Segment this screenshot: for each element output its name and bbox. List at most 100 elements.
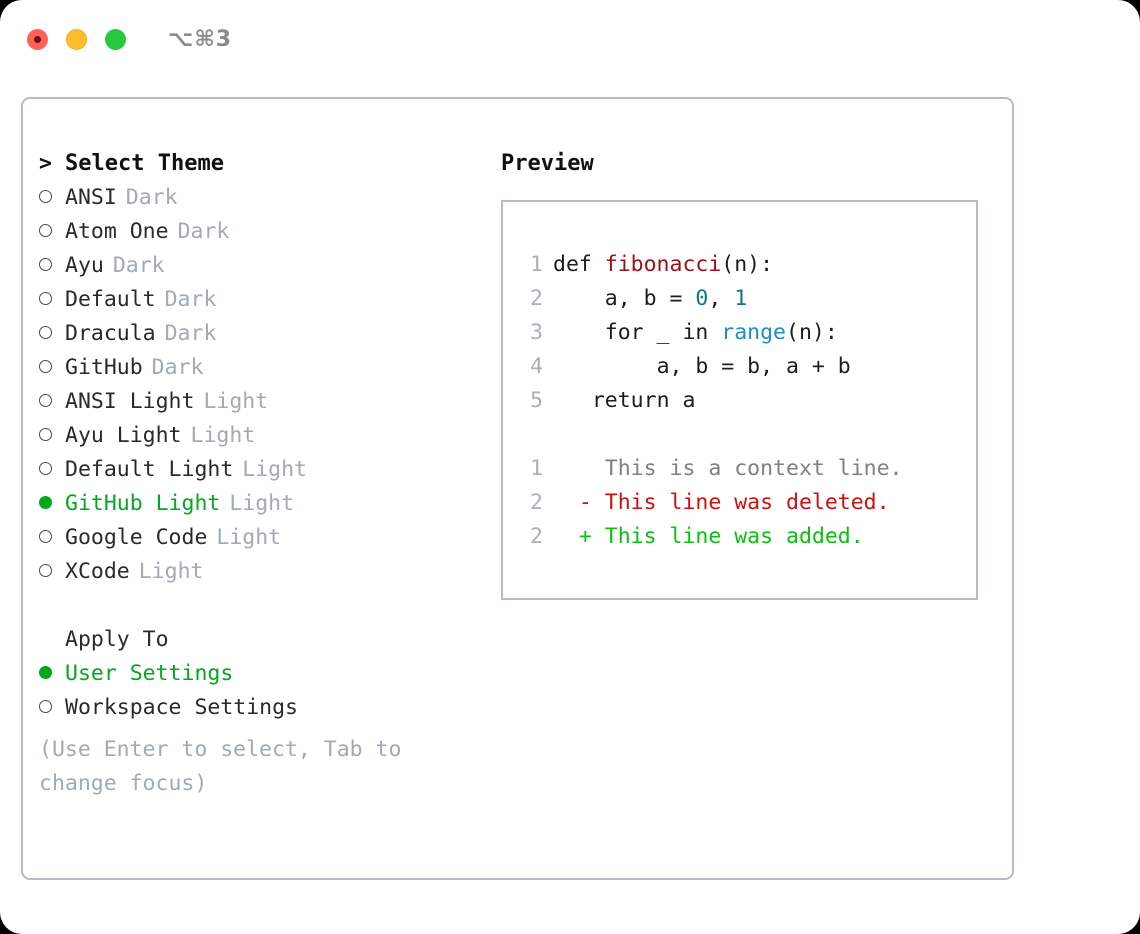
theme-list-item[interactable]: ANSI Light Light xyxy=(39,385,489,419)
code-line-content: def fibonacci(n): xyxy=(553,248,773,282)
code-indent xyxy=(553,320,605,345)
radio-unselected-icon[interactable] xyxy=(39,215,65,249)
radio-unselected-icon[interactable] xyxy=(39,385,65,419)
apply-to-label: User Settings xyxy=(65,661,234,686)
theme-category-tag: Light xyxy=(216,525,282,550)
theme-list-item[interactable]: GitHub Dark xyxy=(39,351,489,385)
theme-name-label: Default Light xyxy=(65,457,234,482)
line-number: 2 xyxy=(530,524,543,549)
theme-name-label: Dracula xyxy=(65,321,156,346)
title-bar: ⌥⌘3 xyxy=(0,0,1140,78)
close-button-icon[interactable] xyxy=(27,28,48,50)
diff-marker: + xyxy=(553,524,605,549)
radio-unselected-icon[interactable] xyxy=(39,249,65,283)
apply-to-title: Apply To xyxy=(65,627,169,652)
code-line: 2 a, b = 0, 1 xyxy=(521,282,976,316)
theme-list-item[interactable]: Atom One Dark xyxy=(39,215,489,249)
radio-circle-icon xyxy=(39,326,52,339)
theme-category-tag: Dark xyxy=(112,253,165,278)
theme-category-tag: Dark xyxy=(164,287,217,312)
radio-unselected-icon[interactable] xyxy=(39,181,65,215)
theme-list-item[interactable]: Ayu Dark xyxy=(39,249,489,283)
radio-circle-icon xyxy=(39,496,52,509)
code-token: a, b = b, a + b xyxy=(656,354,851,379)
radio-circle-icon xyxy=(39,666,52,679)
theme-name-label: Atom One xyxy=(65,219,169,244)
line-number: 5 xyxy=(530,388,543,413)
spacer xyxy=(39,589,489,623)
line-number: 3 xyxy=(530,320,543,345)
line-number: 1 xyxy=(530,456,543,481)
radio-circle-icon xyxy=(39,190,52,203)
caret-icon: > xyxy=(39,151,52,176)
theme-category-tag: Dark xyxy=(151,355,204,380)
radio-selected-icon[interactable] xyxy=(39,657,65,691)
apply-to-item[interactable]: User Settings xyxy=(39,657,489,691)
theme-list-item[interactable]: Ayu Light Light xyxy=(39,419,489,453)
traffic-lights xyxy=(27,28,126,50)
theme-name-label: Ayu Light xyxy=(65,423,182,448)
theme-category-tag: Dark xyxy=(177,219,230,244)
theme-name-label: Default xyxy=(65,287,156,312)
apply-to-header: Apply To xyxy=(39,623,489,657)
code-sample: 1 def fibonacci(n):2 a, b = 0, 1 3 for _ i… xyxy=(521,248,976,418)
line-number: 4 xyxy=(530,354,543,379)
minimize-button-icon[interactable] xyxy=(66,28,87,50)
diff-marker: - xyxy=(553,490,605,515)
code-line-content: return a xyxy=(553,384,696,418)
apply-to-item[interactable]: Workspace Settings xyxy=(39,691,489,725)
theme-picker-header: > Select Theme xyxy=(39,147,489,181)
theme-category-tag: Light xyxy=(242,457,308,482)
theme-name-label: GitHub xyxy=(65,355,143,380)
radio-unselected-icon[interactable] xyxy=(39,691,65,725)
radio-unselected-icon[interactable] xyxy=(39,555,65,589)
apply-to-label: Workspace Settings xyxy=(65,695,298,720)
theme-list-item[interactable]: Default Dark xyxy=(39,283,489,317)
radio-circle-icon xyxy=(39,700,52,713)
line-number: 2 xyxy=(530,286,543,311)
code-token: 1 xyxy=(734,286,748,311)
diff-text: This is a context line. xyxy=(604,456,903,481)
code-line-content: a, b = b, a + b xyxy=(553,350,851,384)
theme-picker-title: Select Theme xyxy=(65,151,224,176)
code-token: , xyxy=(708,286,735,311)
preview-box: 1 def fibonacci(n):2 a, b = 0, 1 3 for _ i… xyxy=(501,200,978,600)
radio-unselected-icon[interactable] xyxy=(39,283,65,317)
code-token: fibonacci xyxy=(604,252,722,277)
maximize-button-icon[interactable] xyxy=(105,28,126,50)
code-line: 4 a, b = b, a + b xyxy=(521,350,976,384)
diff-marker xyxy=(553,452,605,486)
theme-category-tag: Dark xyxy=(125,185,178,210)
code-indent xyxy=(553,388,592,413)
code-token: def xyxy=(553,252,605,277)
diff-text: This line was added. xyxy=(604,524,864,549)
theme-name-label: ANSI Light xyxy=(65,389,195,414)
radio-selected-icon[interactable] xyxy=(39,487,65,521)
theme-list-item[interactable]: Default Light Light xyxy=(39,453,489,487)
radio-unselected-icon[interactable] xyxy=(39,351,65,385)
code-token: return a xyxy=(591,388,696,413)
radio-circle-icon xyxy=(39,428,52,441)
radio-circle-icon xyxy=(39,360,52,373)
radio-unselected-icon[interactable] xyxy=(39,317,65,351)
radio-circle-icon xyxy=(39,564,52,577)
theme-category-tag: Light xyxy=(203,389,269,414)
radio-circle-icon xyxy=(39,462,52,475)
theme-category-tag: Light xyxy=(190,423,256,448)
code-token: a, b = xyxy=(604,286,696,311)
theme-name-label: XCode xyxy=(65,559,130,584)
radio-unselected-icon[interactable] xyxy=(39,453,65,487)
radio-unselected-icon[interactable] xyxy=(39,419,65,453)
radio-circle-icon xyxy=(39,224,52,237)
radio-unselected-icon[interactable] xyxy=(39,521,65,555)
diff-line: 2 - This line was deleted. xyxy=(521,486,976,520)
theme-name-label: Ayu xyxy=(65,253,104,278)
code-token: for _ in xyxy=(604,320,722,345)
